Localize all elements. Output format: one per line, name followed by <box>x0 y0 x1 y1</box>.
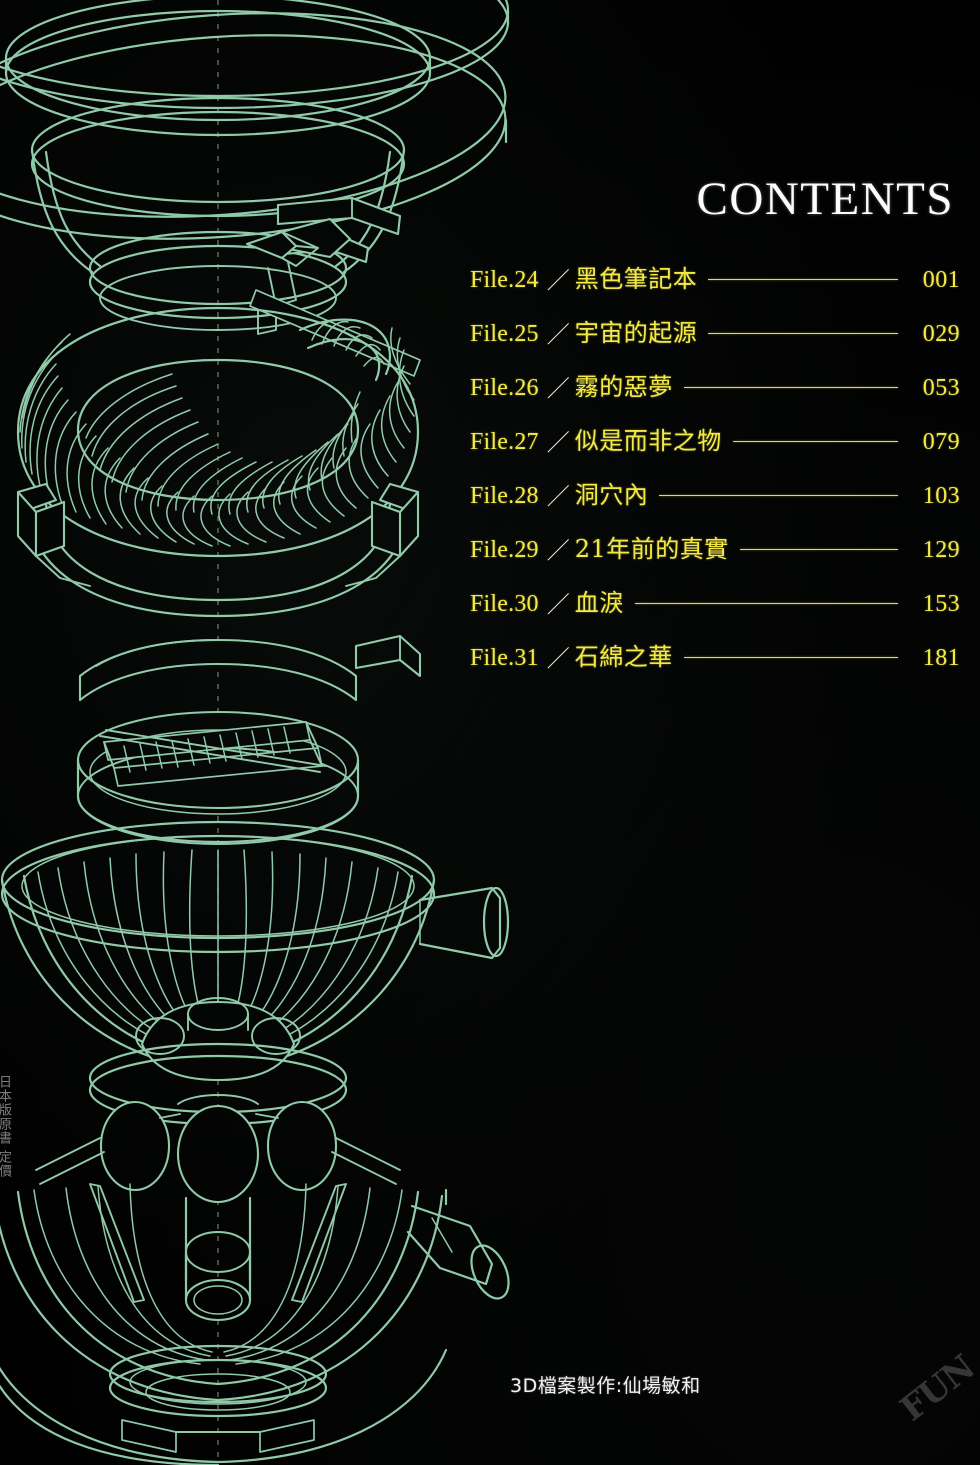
toc-entry-file29[interactable]: File.29 ／ 21年前的真實 129 <box>470 535 960 564</box>
toc-separator: ／ <box>546 376 570 402</box>
disc-bracket-tab <box>354 634 422 678</box>
toc-file-number: File.29 <box>470 537 539 563</box>
top-rim-assembly <box>0 0 510 331</box>
toc-leader-line <box>732 441 898 442</box>
toc-page-number: 103 <box>922 483 960 509</box>
toc-entry-file28[interactable]: File.28 ／ 洞穴內 103 <box>470 481 960 510</box>
toc-file-number: File.24 <box>470 267 539 293</box>
curved-plate-segment <box>78 638 358 702</box>
toc-leader-line <box>634 603 898 604</box>
spine-edge-text: 日本版原書 定價 <box>0 1075 11 1179</box>
toc-page-number: 029 <box>922 321 960 347</box>
toc-leader-line <box>683 657 898 658</box>
toc-chapter-title: 血淚 <box>574 589 624 617</box>
toc-file-number: File.27 <box>470 429 539 455</box>
toc-page-number: 079 <box>922 429 960 455</box>
toc-separator: ／ <box>546 268 570 294</box>
toc-entry-file31[interactable]: File.31 ／ 石綿之華 181 <box>470 643 960 672</box>
toc-entry-file26[interactable]: File.26 ／ 霧的惡夢 053 <box>470 373 960 402</box>
toc-chapter-title: 石綿之華 <box>574 643 673 671</box>
toc-file-number: File.31 <box>470 645 539 671</box>
cylinder-disc-with-ladder <box>76 710 360 845</box>
table-of-contents: CONTENTS File.24 ／ 黑色筆記本 001 File.25 ／ 宇… <box>470 176 960 699</box>
toc-file-number: File.28 <box>470 483 539 509</box>
toc-entry-file27[interactable]: File.27 ／ 似是而非之物 079 <box>470 427 960 456</box>
credit-line: 3D檔案製作:仙場敏和 <box>510 1375 701 1397</box>
toc-leader-line <box>659 495 898 496</box>
tail-coil <box>311 319 385 367</box>
toc-separator: ／ <box>546 592 570 618</box>
toc-leader-line <box>683 387 898 388</box>
toc-page-number: 181 <box>922 645 960 671</box>
toc-separator: ／ <box>546 646 570 672</box>
toc-separator: ／ <box>546 538 570 564</box>
wedge-latch <box>245 230 319 335</box>
coiled-torus-ring <box>16 306 420 618</box>
toc-chapter-title: 21年前的真實 <box>574 535 729 563</box>
flared-cone-upper <box>0 820 510 1126</box>
toc-page-number: 053 <box>922 375 960 401</box>
coil-windings <box>19 327 415 547</box>
toc-leader-line <box>708 333 898 334</box>
toc-chapter-title: 洞穴內 <box>574 481 649 509</box>
fun-watermark: FUN <box>893 1347 980 1430</box>
toc-chapter-title: 霧的惡夢 <box>574 373 673 401</box>
toc-separator: ／ <box>546 484 570 510</box>
toc-chapter-title: 似是而非之物 <box>574 427 722 455</box>
toc-leader-line <box>708 279 898 280</box>
toc-page-number: 153 <box>922 591 960 617</box>
toc-chapter-title: 宇宙的起源 <box>574 319 698 347</box>
toc-entry-file30[interactable]: File.30 ／ 血淚 153 <box>470 589 960 618</box>
exploded-mechanical-wireframe: .ln { fill:none; stroke:#8fc9a8; stroke-… <box>0 0 510 1465</box>
toc-separator: ／ <box>546 322 570 348</box>
toc-separator: ／ <box>546 430 570 456</box>
page-title: CONTENTS <box>696 173 954 225</box>
toc-leader-line <box>739 549 898 550</box>
toc-page-number: 001 <box>922 267 960 293</box>
toc-page-number: 129 <box>922 537 960 563</box>
toc-chapter-title: 黑色筆記本 <box>574 265 698 293</box>
toc-file-number: File.30 <box>470 591 539 617</box>
ladder-comb <box>99 721 327 787</box>
toc-file-number: File.25 <box>470 321 539 347</box>
ball-boss-cluster <box>35 1094 401 1204</box>
toc-file-number: File.26 <box>470 375 539 401</box>
toc-entry-file24[interactable]: File.24 ／ 黑色筆記本 001 <box>470 265 960 294</box>
bottom-funnel <box>0 1183 510 1465</box>
toc-entry-file25[interactable]: File.25 ／ 宇宙的起源 029 <box>470 319 960 348</box>
